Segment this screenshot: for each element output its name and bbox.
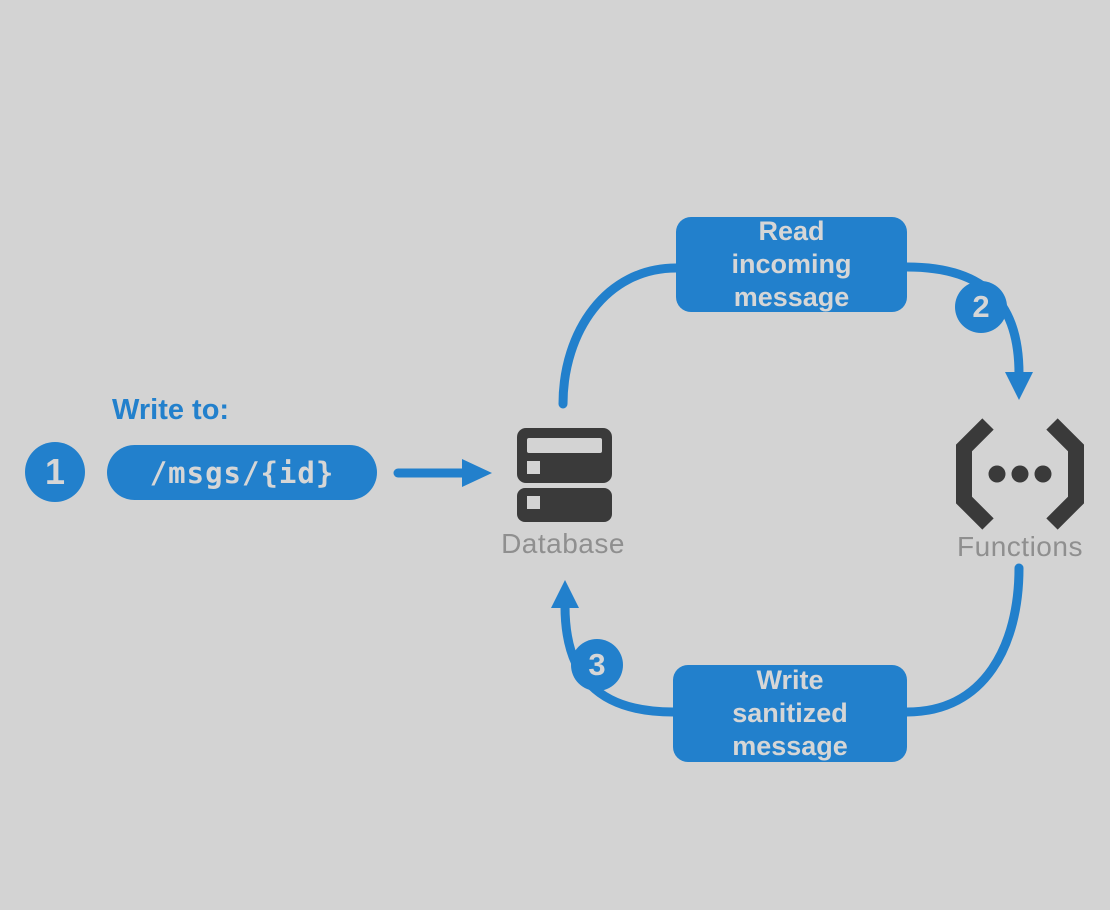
step-2-number: 2 <box>972 289 990 324</box>
write-sanitized-label: Write sanitized message <box>732 665 848 761</box>
arc-database-to-read <box>558 263 681 409</box>
step-2-badge: 2 <box>955 281 1007 333</box>
step-3-number: 3 <box>588 647 606 682</box>
step-1-number: 1 <box>44 451 66 492</box>
write-sanitized-box: Write sanitized message <box>673 665 907 762</box>
write-to-label: Write to: <box>112 394 230 426</box>
arc-functions-to-write <box>902 563 1024 717</box>
database-label: Database <box>501 528 625 559</box>
functions-icon <box>956 418 1084 530</box>
code-brackets-icon <box>956 418 1084 530</box>
step-3-badge: 3 <box>571 639 623 691</box>
path-pill: /msgs/{id} <box>107 445 377 500</box>
functions-label: Functions <box>957 531 1083 562</box>
path-pill-text: /msgs/{id} <box>149 455 335 490</box>
step-1-badge: 1 <box>25 442 85 502</box>
read-incoming-box: Read incoming message <box>676 216 907 312</box>
read-incoming-label: Read incoming message <box>731 216 852 312</box>
database-icon <box>517 428 612 522</box>
write-arrow <box>393 459 492 487</box>
